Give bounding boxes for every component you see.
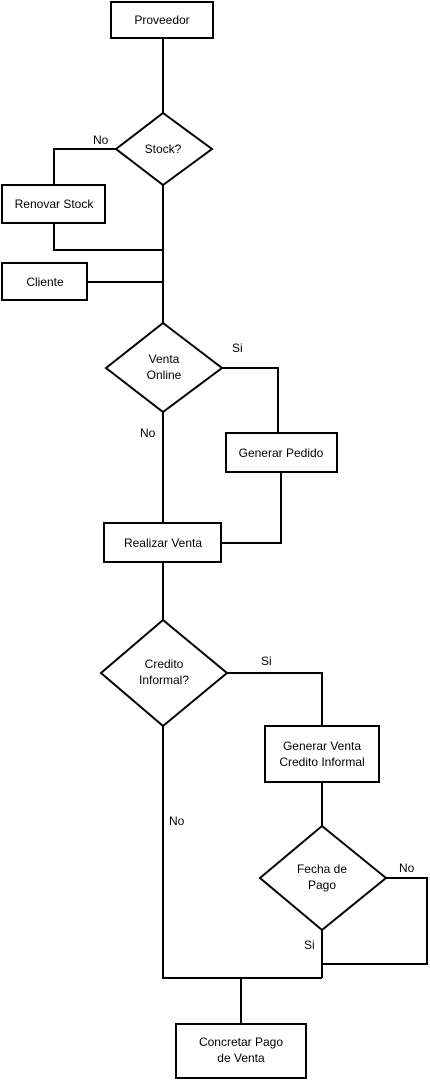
node-generar-venta-credito: Generar Venta Credito Informal <box>264 725 380 783</box>
node-renovar-label: Renovar Stock <box>15 197 95 211</box>
node-credito-label-2: Informal? <box>139 673 189 687</box>
node-fecha-pago-label-1: Fecha de <box>297 862 347 876</box>
edge-renovar-main <box>53 223 163 251</box>
node-stock-decision: Stock? <box>114 111 214 187</box>
node-concretar-label-2: de Venta <box>217 1051 265 1065</box>
node-concretar-label-1: Concretar Pago <box>199 1035 283 1049</box>
node-renovar-stock: Renovar Stock <box>1 184 106 224</box>
edge-label-fecha-no: No <box>399 861 415 875</box>
edge-label-online-si: Si <box>232 341 243 355</box>
node-venta-online-label-2: Online <box>147 368 182 382</box>
node-stock-label: Stock? <box>145 142 182 156</box>
node-generar-pedido-label: Generar Pedido <box>239 446 324 460</box>
node-realizar-venta: Realizar Venta <box>103 522 222 563</box>
edge-online-pedido <box>222 367 279 433</box>
node-venta-online-label-1: Venta <box>149 352 180 366</box>
node-venta-online: Venta Online <box>104 321 224 414</box>
edge-fecha-no <box>322 877 428 965</box>
edge-label-stock-no: No <box>93 133 109 147</box>
node-cliente-label: Cliente <box>26 275 64 289</box>
node-generar-venta-label-1: Generar Venta <box>283 739 361 753</box>
node-realizar-venta-label: Realizar Venta <box>124 536 202 550</box>
node-credito-label-1: Credito <box>145 657 184 671</box>
node-fecha-pago: Fecha de Pago <box>258 824 388 932</box>
node-credito-informal: Credito Informal? <box>99 618 229 728</box>
edges <box>53 38 428 1024</box>
node-concretar-pago: Concretar Pago de Venta <box>175 1023 307 1079</box>
node-proveedor: Proveedor <box>110 1 214 39</box>
edge-credito-generar <box>227 672 323 726</box>
edge-labels: No Si No Si No No Si <box>93 133 415 952</box>
edge-stock-renovar <box>53 148 116 185</box>
node-fecha-pago-label-2: Pago <box>308 878 336 892</box>
node-generar-pedido: Generar Pedido <box>225 432 338 473</box>
node-proveedor-label: Proveedor <box>134 13 189 27</box>
edge-credito-no <box>162 726 322 979</box>
edge-pedido-realizar <box>221 472 282 544</box>
edge-label-online-no: No <box>140 426 156 440</box>
edge-label-credito-si: Si <box>261 654 272 668</box>
edge-label-fecha-si: Si <box>304 938 315 952</box>
node-cliente: Cliente <box>1 262 88 301</box>
node-generar-venta-label-2: Credito Informal <box>279 755 364 769</box>
edge-label-credito-no: No <box>169 814 185 828</box>
